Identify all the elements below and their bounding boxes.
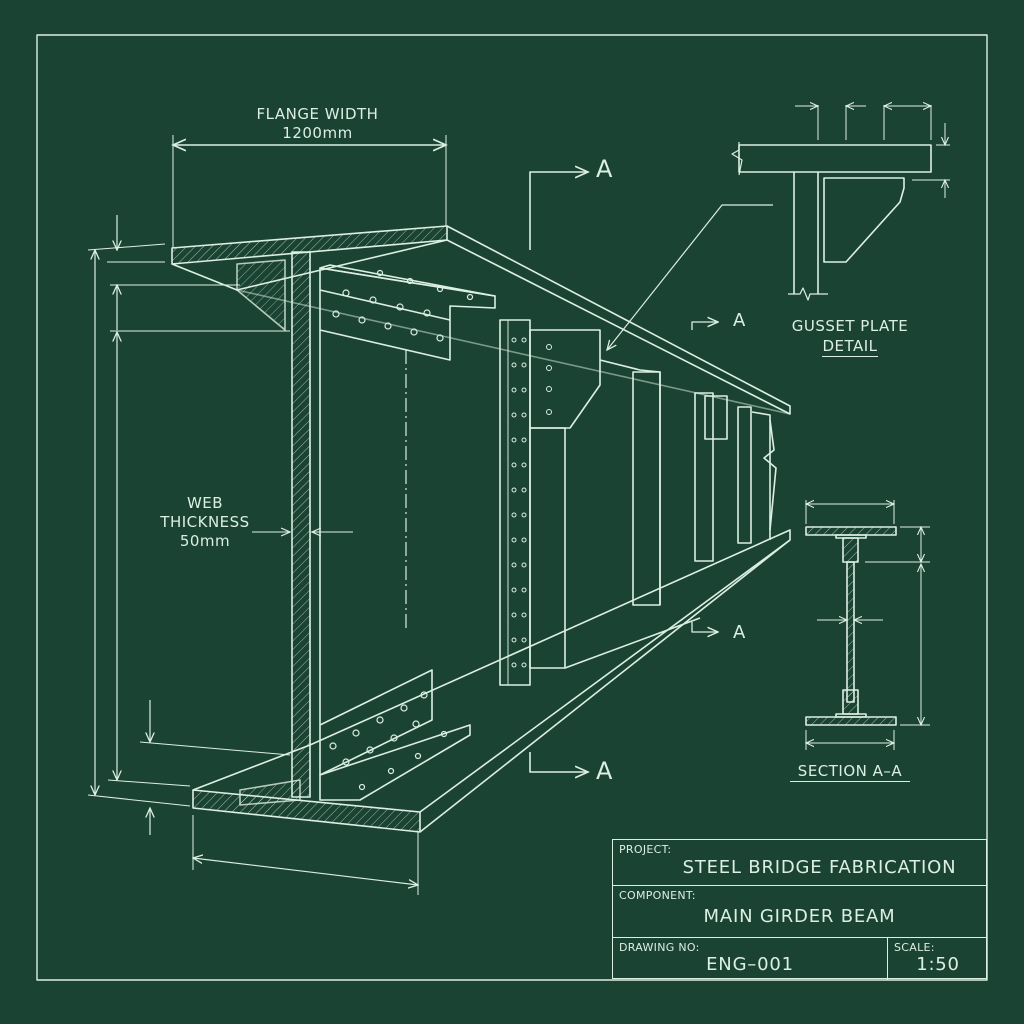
- flange-width-title: FLANGE WIDTH: [256, 105, 379, 123]
- project-label: PROJECT:: [619, 843, 672, 856]
- gusset-title: GUSSET PLATE: [791, 317, 909, 335]
- flange-width-label: FLANGE WIDTH 1200mm: [230, 105, 405, 143]
- web-thickness-title-2: THICKNESS: [160, 513, 250, 531]
- drawing-number-cell: DRAWING NO: ENG–001: [613, 938, 888, 980]
- flange-width-value: 1200mm: [282, 124, 353, 142]
- gusset-detail-label: GUSSET PLATE DETAIL: [780, 316, 920, 357]
- gusset-subtitle: DETAIL: [822, 337, 878, 357]
- section-a-a: [806, 500, 930, 750]
- component-value: MAIN GIRDER BEAM: [703, 906, 896, 927]
- section-marker-bottom-small: A: [733, 622, 746, 643]
- scale-label: SCALE:: [894, 941, 935, 954]
- stiffener-3: [694, 392, 777, 562]
- web-thickness-value: 50mm: [179, 532, 231, 550]
- drawing-no-value: ENG–001: [706, 954, 794, 975]
- stiffener-1: [499, 319, 601, 686]
- title-block-component-row: COMPONENT: MAIN GIRDER BEAM: [613, 886, 986, 938]
- component-label: COMPONENT:: [619, 889, 696, 902]
- top-flange: [171, 225, 791, 415]
- stiffener-2: [564, 359, 701, 669]
- gusset-detail: [731, 105, 950, 301]
- web-section: [291, 251, 311, 798]
- title-block-project-row: PROJECT: STEEL BRIDGE FABRICATION: [613, 840, 986, 886]
- title-block-drawing-row: DRAWING NO: ENG–001 SCALE: 1:50: [613, 938, 986, 980]
- scale-value: 1:50: [916, 954, 960, 975]
- web-thickness-title-1: WEB: [186, 494, 224, 512]
- section-a-a-label: SECTION A–A: [790, 762, 910, 782]
- section-marker-bottom: A: [596, 757, 613, 785]
- drawing-no-label: DRAWING NO:: [619, 941, 700, 954]
- section-marker-top-small: A: [733, 310, 746, 331]
- title-block: PROJECT: STEEL BRIDGE FABRICATION COMPON…: [612, 839, 987, 980]
- drawing-border: [36, 34, 988, 981]
- web-thickness-label: WEB THICKNESS 50mm: [150, 494, 260, 551]
- section-marker-top: A: [596, 155, 613, 183]
- project-value: STEEL BRIDGE FABRICATION: [682, 857, 957, 878]
- scale-cell: SCALE: 1:50: [888, 938, 988, 980]
- bottom-angle: [239, 669, 471, 806]
- top-angle: [236, 259, 496, 361]
